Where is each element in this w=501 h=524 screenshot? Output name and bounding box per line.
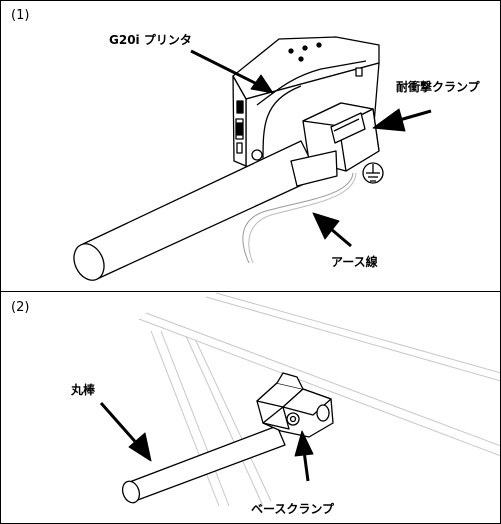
arrow-printer bbox=[190, 49, 274, 94]
rod-panel-2 bbox=[121, 425, 286, 504]
arrow-ground-wire bbox=[312, 212, 352, 248]
panel-2-number: (2) bbox=[11, 300, 30, 315]
ground-wire bbox=[242, 172, 354, 264]
base-clamp bbox=[256, 372, 334, 438]
arrow-base-clamp bbox=[294, 430, 314, 482]
label-g20i-printer: G20i プリンタ bbox=[109, 33, 192, 47]
ground-symbol-icon bbox=[362, 162, 384, 184]
mounting-frame bbox=[138, 292, 500, 507]
label-ground-wire: アース線 bbox=[331, 255, 378, 269]
panel-1-drawing bbox=[73, 36, 432, 281]
label-base-clamp: ベースクランプ bbox=[251, 502, 335, 516]
panel-1-number: (1) bbox=[11, 8, 30, 23]
label-shock-clamp: 耐衝撃クランプ bbox=[396, 80, 480, 94]
rod-panel-1 bbox=[73, 140, 320, 281]
label-rod: 丸棒 bbox=[71, 383, 96, 397]
arrow-rod bbox=[99, 402, 152, 462]
arrow-clamp bbox=[372, 108, 432, 132]
shock-clamp bbox=[290, 102, 380, 187]
panel-2-drawing bbox=[99, 292, 500, 507]
panel-divider bbox=[1, 291, 500, 292]
